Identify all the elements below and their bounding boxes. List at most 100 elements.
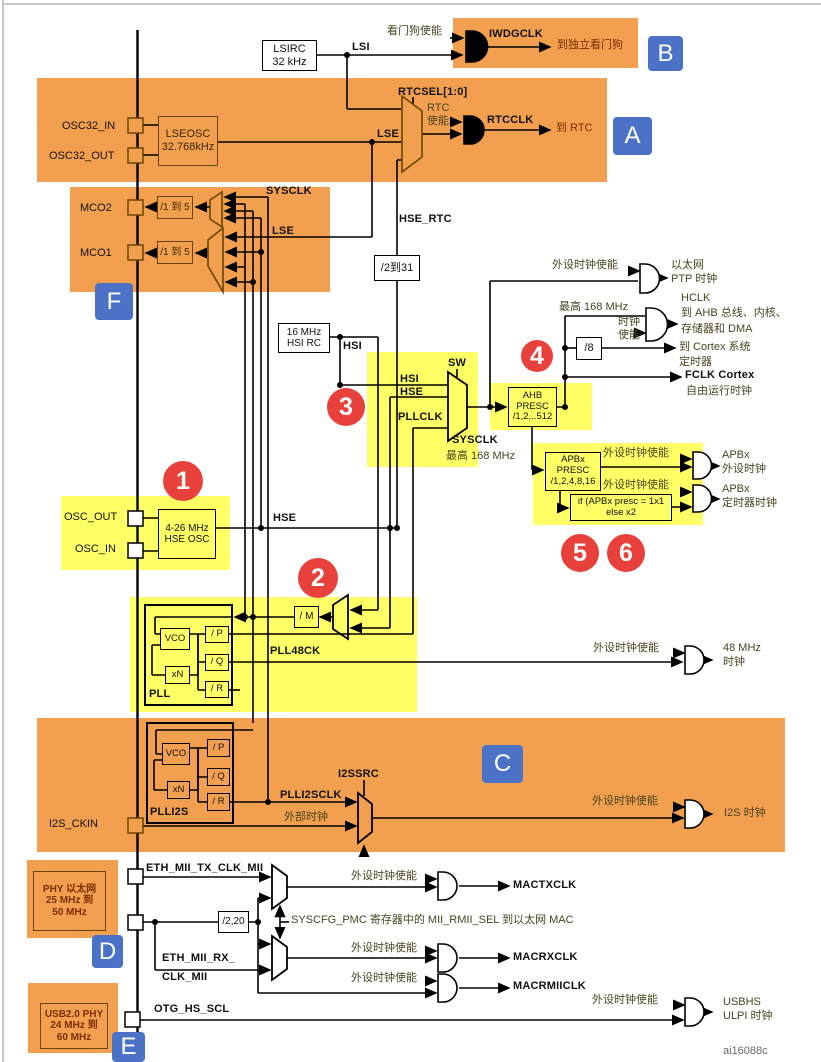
rtc-enable-label: RTC 使能: [427, 102, 450, 127]
osc-out-label: OSC_OUT: [64, 511, 118, 523]
clk48-dest-label: 48 MHz 时钟: [723, 642, 761, 669]
mco-sysclk-label: SYSCLK: [266, 185, 312, 197]
sysclk-out-label: SYSCLK: [452, 434, 498, 446]
lseosc-box: LSEOSC 32.768kHz: [158, 116, 218, 166]
figure-watermark: ai16088c: [723, 1045, 768, 1057]
step-2-marker: 2: [298, 558, 338, 598]
junction-dots: [152, 52, 568, 925]
hsi-rc-box: 16 MHz HSI RC: [278, 323, 330, 353]
pll-block-outline: [144, 604, 233, 706]
clk48-enable-label: 外设时钟使能: [593, 642, 659, 654]
apb-timer-and-gate: [692, 484, 713, 513]
ahb-prescaler-box: AHB PRESC /1,2,..512: [508, 387, 557, 427]
mco-lse-label: LSE: [272, 225, 294, 237]
hse-osc-box: 4-26 MHz HSE OSC: [158, 509, 216, 559]
mco2-source-mux: [209, 190, 223, 229]
pll-xn-box: xN: [165, 666, 190, 684]
pll-divq-box: / Q: [205, 654, 229, 671]
highlight-ethphy-region: [27, 860, 118, 938]
step-6-marker: 6: [607, 534, 645, 572]
hsi-signal-label: HSI: [343, 340, 362, 352]
mco2-pin-label: MCO2: [80, 202, 112, 214]
eth-rx-clk-label: ETH_MII_RX_ CLK_MII: [162, 952, 236, 983]
apb-periph-and-gate: [692, 451, 713, 480]
swmux-hsi-label: HSI: [400, 373, 419, 385]
ptp-enable-label: 外设时钟使能: [552, 259, 618, 271]
eth-tx-mux: [271, 863, 288, 911]
pll-divp-box: / P: [205, 626, 229, 643]
lsi-signal-label: LSI: [352, 41, 370, 53]
watchdog-enable-label: 看门狗使能: [387, 25, 442, 37]
eth-tx-clk-label: ETH_MII_TX_CLK_MII: [146, 862, 264, 874]
ptp-and-gate: [639, 263, 661, 294]
pll48ck-label: PLL48CK: [270, 645, 321, 657]
mco1-pin-label: MCO1: [80, 247, 112, 259]
usb-phy-box: USB2.0 PHY 24 MHz 到 60 MHz: [40, 1003, 108, 1049]
usbhs-and-gate: [684, 997, 705, 1027]
chip-pin-squares: [124, 117, 144, 1028]
pll-divm-box: / M: [294, 606, 319, 628]
i2s-and-gate: [684, 799, 705, 829]
pll-name-label: PLL: [149, 688, 171, 700]
apb-timer-dest-label: APBx 定时器时钟: [722, 483, 777, 510]
i2s-ckin-label: I2S_CKIN: [49, 818, 98, 830]
eth-rmii-prescaler-box: /2,20: [218, 911, 249, 933]
macrmii-and-gate: [437, 973, 458, 1003]
iwdgclk-label: IWDGCLK: [489, 28, 543, 40]
highlight-pll-region: [130, 597, 417, 712]
badge-b: B: [648, 36, 683, 71]
plli2s-xn-box: xN: [167, 781, 190, 799]
highlight-usbphy-region: [28, 983, 118, 1053]
highlight-plli2s-region: [37, 718, 785, 852]
step-3-marker: 3: [327, 388, 365, 426]
pll-source-mux: [332, 593, 349, 641]
i2s-source-mux: [357, 791, 373, 845]
badge-a: A: [613, 117, 652, 155]
mco2-prescaler-box: /1 到 5: [157, 196, 193, 219]
plli2s-divq-box: / Q: [207, 768, 230, 786]
step-5-marker: 5: [561, 534, 599, 572]
highlight-swmux-region: [367, 352, 478, 467]
hse-rtc-prescaler-box: /2到31: [374, 255, 420, 281]
plli2s-divr-box: / R: [207, 793, 230, 811]
mco1-prescaler-box: /1 到 5: [157, 241, 193, 264]
plli2s-divp-box: / P: [207, 739, 230, 757]
i2s-ext-clock-label: 外部时钟: [284, 811, 328, 823]
macrx-enable-label: 外设时钟使能: [351, 942, 417, 954]
mactx-enable-label: 外设时钟使能: [351, 870, 417, 882]
mco1-source-mux: [207, 226, 224, 295]
osc32-out-label: OSC32_OUT: [49, 150, 115, 162]
apb-periph-enable-label: 外设时钟使能: [603, 447, 669, 459]
usbhs-enable-label: 外设时钟使能: [592, 994, 658, 1006]
rtc-dest-label: 到 RTC: [556, 122, 593, 134]
apb-timer-enable-label: 外设时钟使能: [603, 479, 669, 491]
sysclk-max-label: 最高 168 MHz: [446, 450, 516, 462]
badge-d: D: [92, 935, 123, 968]
swmux-hse-label: HSE: [400, 386, 424, 398]
swmux-pllclk-label: PLLCLK: [398, 411, 443, 423]
lsirc-osc-box: LSIRC 32 kHz: [262, 40, 317, 71]
eth-rx-mux: [271, 934, 288, 982]
rtcsel-label: RTCSEL[1:0]: [398, 86, 468, 98]
badge-c: C: [482, 745, 523, 783]
plli2sclk-label: PLLI2SCLK: [280, 789, 342, 801]
rtc-and-gate: [463, 115, 485, 145]
apb-prescaler-box: APBx PRESC /1,2,4,8,16: [545, 452, 601, 491]
div8-box: /8: [576, 337, 602, 360]
connector-wires: [140, 32, 721, 1026]
i2s-dest-label: I2S 时钟: [724, 807, 766, 819]
eth-phy-box: PHY 以太网 25 MHz 到 50 MHz: [33, 871, 106, 931]
macrmiiclk-label: MACRMIICLK: [513, 980, 586, 992]
mactx-and-gate: [437, 871, 458, 901]
osc32-in-label: OSC32_IN: [62, 120, 116, 132]
sysclk-sw-mux: [447, 370, 468, 443]
badge-e: E: [112, 1032, 145, 1062]
macrmii-enable-label: 外设时钟使能: [351, 972, 417, 984]
step-4-marker: 4: [521, 340, 553, 372]
sw-select-label: SW: [448, 357, 467, 369]
macrx-and-gate: [437, 943, 458, 973]
hse-signal-label: HSE: [273, 512, 297, 524]
